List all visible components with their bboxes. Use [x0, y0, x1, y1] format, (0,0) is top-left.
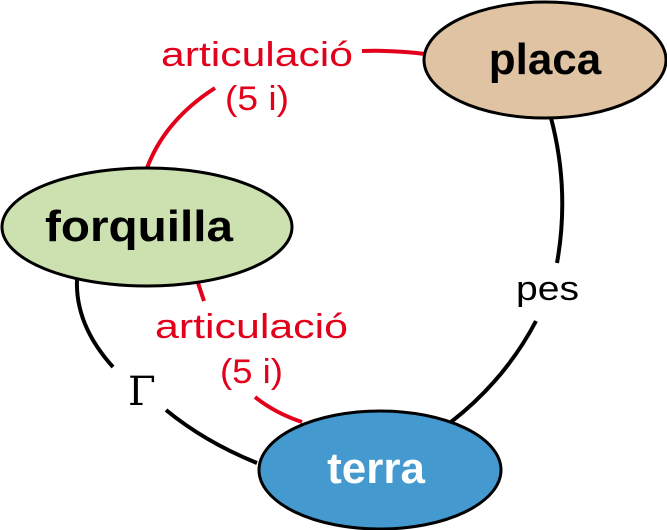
edge-line — [164, 408, 258, 465]
node-shape — [0, 166, 294, 288]
edge-forquilla-terra — [74, 278, 258, 465]
edge-label: pes — [516, 270, 579, 308]
node-label: forquilla — [45, 202, 234, 251]
edge-placa-terra — [449, 117, 565, 424]
node-label: placa — [489, 35, 602, 84]
edge-line — [145, 86, 217, 169]
edge-line — [361, 48, 426, 56]
edge-sublabel: (5 i) — [220, 353, 283, 391]
edge-line — [549, 117, 565, 264]
edge-forquilla-terra-joint — [195, 279, 303, 424]
edge-placa-forquilla — [145, 48, 426, 169]
node-placa: placa — [422, 0, 667, 120]
node-label: terra — [327, 444, 425, 493]
edge-line — [253, 395, 303, 424]
edge-label: articulació — [161, 36, 353, 74]
edge-line — [74, 278, 115, 369]
edge-label: Γ — [128, 369, 156, 415]
node-forquilla: forquilla — [0, 166, 294, 288]
edge-line — [449, 320, 538, 424]
edge-sublabel: (5 i) — [225, 80, 289, 118]
node-shape — [422, 0, 667, 120]
edge-label: articulació — [155, 308, 348, 346]
node-terra: terra — [257, 409, 503, 530]
node-shape — [257, 409, 503, 530]
